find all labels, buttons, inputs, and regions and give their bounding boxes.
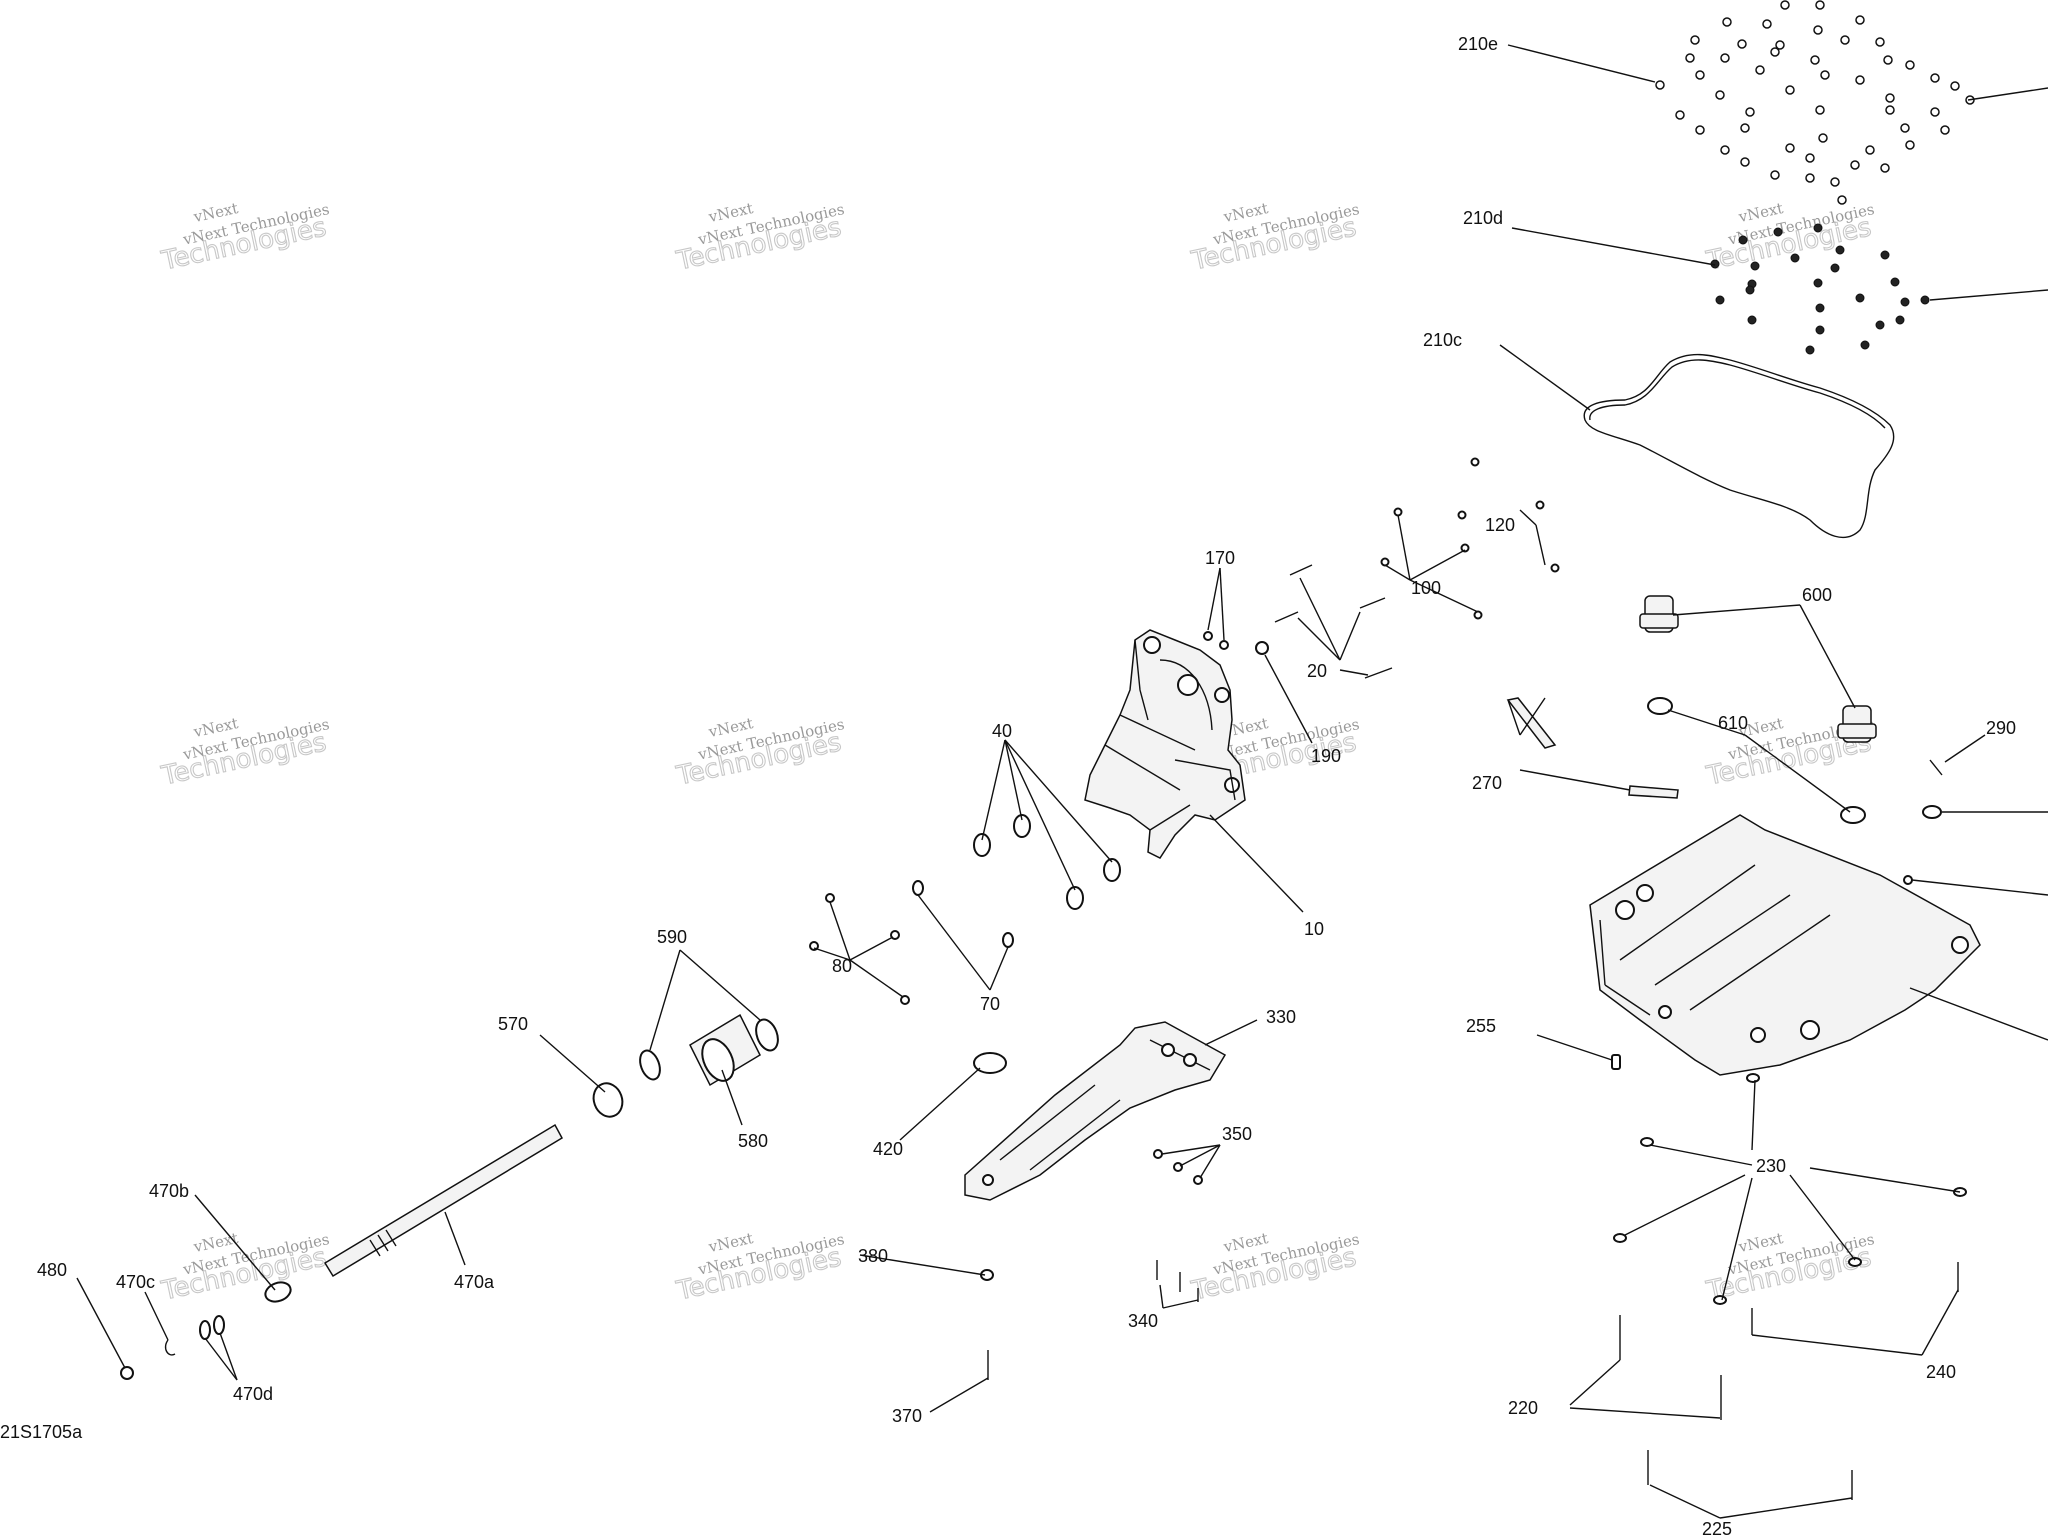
- bracket-10: [1084, 629, 1246, 859]
- callout-480: 480: [37, 1260, 67, 1280]
- callout-190: 190: [1311, 746, 1341, 766]
- washers-40: [973, 814, 1121, 910]
- leader-lines: [76, 44, 2048, 1519]
- diagram-ref-code: 21S1705a: [0, 1422, 83, 1442]
- callout-580: 580: [738, 1131, 768, 1151]
- watermark: vNext Technologies vNext Technologies: [673, 199, 846, 277]
- callout-600: 600: [1802, 585, 1832, 605]
- breathers-600: [1639, 595, 1877, 743]
- watermark: vNext Technologies vNext Technologies: [673, 714, 846, 792]
- screw-grid-210e: [1655, 0, 1975, 205]
- callout-470a: 470a: [454, 1272, 495, 1292]
- callout-40: 40: [992, 721, 1012, 741]
- callout-210c: 210c: [1423, 330, 1462, 350]
- o-rings-610: [1647, 697, 1866, 824]
- callout-120: 120: [1485, 515, 1515, 535]
- boot-assembly: [592, 1013, 779, 1118]
- studs-20: [1274, 564, 1393, 679]
- callout-255: 255: [1466, 1016, 1496, 1036]
- callout-610: 610: [1718, 713, 1748, 733]
- watermark: vNext Technologies vNext Technologies: [158, 714, 331, 792]
- washers-350: [1153, 1149, 1203, 1185]
- callout-380: 380: [858, 1246, 888, 1266]
- washers-230: [1613, 1073, 1967, 1305]
- callout-100: 100: [1411, 578, 1441, 598]
- callout-225: 225: [1702, 1519, 1732, 1536]
- shaft-470a: [323, 1123, 563, 1278]
- callout-330: 330: [1266, 1007, 1296, 1027]
- bolt-290: [1929, 759, 1943, 776]
- bolts-340: [1156, 1260, 1199, 1302]
- callout-470c: 470c: [116, 1272, 155, 1292]
- callout-170: 170: [1205, 548, 1235, 568]
- callout-70: 70: [980, 994, 1000, 1014]
- callout-370: 370: [892, 1406, 922, 1426]
- callout-270: 270: [1472, 773, 1502, 793]
- watermark: vNext Technologies vNext Technologies: [1188, 1229, 1361, 1307]
- strips-270: [1506, 697, 1679, 799]
- callout-590: 590: [657, 927, 687, 947]
- callout-210e: 210e: [1458, 34, 1498, 54]
- fasteners-70-80: [809, 880, 1014, 1005]
- long-bolts: [1619, 1262, 1959, 1500]
- fasteners-100-120: [1380, 457, 1560, 620]
- nut-480: [120, 1366, 134, 1380]
- callout-340: 340: [1128, 1311, 1158, 1331]
- callout-210d: 210d: [1463, 208, 1503, 228]
- watermark: vNext Technologies vNext Technologies: [1188, 199, 1361, 277]
- callout-290: 290: [1986, 718, 2016, 738]
- watermark: vNext Technologies vNext Technologies: [158, 1229, 331, 1307]
- callout-220: 220: [1508, 1398, 1538, 1418]
- clip-470c: [164, 1339, 176, 1356]
- callout-470d: 470d: [233, 1384, 273, 1404]
- skid-plate: [1589, 814, 1981, 1076]
- callout-230: 230: [1756, 1156, 1786, 1176]
- support-arm-330: [964, 1021, 1227, 1201]
- disc-420: [973, 1052, 1007, 1074]
- callout-350: 350: [1222, 1124, 1252, 1144]
- watermark: vNext Technologies vNext Technologies: [158, 199, 331, 277]
- callout-10: 10: [1304, 919, 1324, 939]
- watermark: vNext Technologies vNext Technologies: [673, 1229, 846, 1307]
- gasket-210c: [1583, 353, 1895, 539]
- watermark: vNext Technologies vNext Technologies: [1703, 199, 1876, 277]
- callout-labels: 210e 210d 210c 170 120 100 600 20 190 61…: [0, 34, 2016, 1536]
- pin-255: [1611, 1054, 1621, 1070]
- callout-570: 570: [498, 1014, 528, 1034]
- callout-80: 80: [832, 956, 852, 976]
- callout-240: 240: [1926, 1362, 1956, 1382]
- callout-420: 420: [873, 1139, 903, 1159]
- callout-20: 20: [1307, 661, 1327, 681]
- washer-190: [1255, 641, 1269, 655]
- callout-470b: 470b: [149, 1181, 189, 1201]
- seal-470b: [264, 1281, 292, 1303]
- nut-grid-210d: [1710, 223, 1930, 355]
- nuts-170: [1203, 631, 1229, 650]
